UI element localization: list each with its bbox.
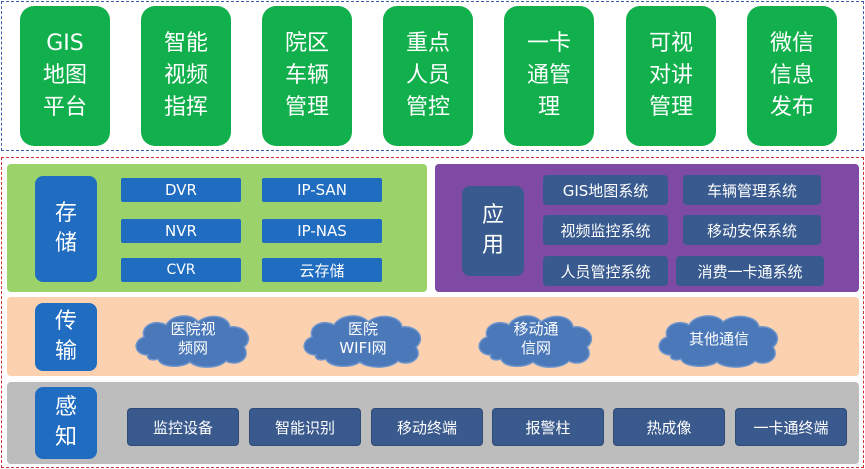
cloud-hospital-video-network[interactable]: 医院视 频网 (128, 309, 258, 369)
tile-personnel-control[interactable]: 重点 人员 管控 (383, 6, 473, 146)
cloud-shape-icon (303, 315, 422, 368)
device-thermal-imaging[interactable]: 热成像 (613, 408, 725, 446)
top-platform-frame (1, 1, 864, 151)
tile-card-management[interactable]: 一卡 通管 理 (504, 6, 594, 146)
cloud-label: 其他通信 (688, 329, 749, 348)
cloud-label: 医院 WIFI网 (339, 320, 387, 357)
app-item-video-surveillance[interactable]: 视频监控系统 (543, 215, 668, 245)
cloud-shape-icon (135, 315, 250, 368)
cloud-other-communication[interactable]: 其他通信 (651, 309, 787, 369)
perception-label: 感 知 (35, 387, 97, 459)
storage-item-ip-san[interactable]: IP-SAN (262, 178, 382, 202)
storage-item-cvr[interactable]: CVR (121, 258, 241, 282)
device-mobile-terminal[interactable]: 移动终端 (371, 408, 483, 446)
cloud-hospital-wifi-network[interactable]: 医院 WIFI网 (296, 309, 430, 369)
storage-item-dvr[interactable]: DVR (121, 178, 241, 202)
cloud-label: 移动通 信网 (513, 320, 559, 357)
app-item-vehicle-system[interactable]: 车辆管理系统 (683, 175, 821, 205)
app-item-personnel-control[interactable]: 人员管控系统 (543, 256, 668, 286)
tile-gis-platform[interactable]: GIS 地图 平台 (20, 6, 110, 146)
app-item-gis-system[interactable]: GIS地图系统 (543, 175, 668, 205)
application-label: 应 用 (462, 186, 524, 276)
app-item-consumption-card[interactable]: 消费一卡通系统 (676, 256, 824, 286)
device-card-terminal[interactable]: 一卡通终端 (735, 408, 847, 446)
storage-item-ip-nas[interactable]: IP-NAS (262, 219, 382, 243)
tile-video-intercom[interactable]: 可视 对讲 管理 (626, 6, 716, 146)
cloud-label: 医院视 频网 (170, 320, 216, 357)
tile-vehicle-management[interactable]: 院区 车辆 管理 (262, 6, 352, 146)
device-smart-recognition[interactable]: 智能识别 (249, 408, 361, 446)
cloud-shape-icon (658, 315, 779, 368)
device-alarm-pillar[interactable]: 报警柱 (492, 408, 604, 446)
storage-label: 存 储 (35, 176, 97, 282)
storage-item-cloud-storage[interactable]: 云存储 (262, 258, 382, 282)
cloud-mobile-network[interactable]: 移动通 信网 (471, 309, 601, 369)
tile-video-command[interactable]: 智能 视频 指挥 (141, 6, 231, 146)
transmission-label: 传 输 (35, 303, 97, 371)
tile-wechat-publish[interactable]: 微信 信息 发布 (747, 6, 837, 146)
architecture-frame (1, 157, 864, 468)
app-item-mobile-security[interactable]: 移动安保系统 (683, 215, 821, 245)
device-surveillance[interactable]: 监控设备 (127, 408, 239, 446)
storage-item-nvr[interactable]: NVR (121, 219, 241, 243)
cloud-shape-icon (478, 315, 593, 368)
